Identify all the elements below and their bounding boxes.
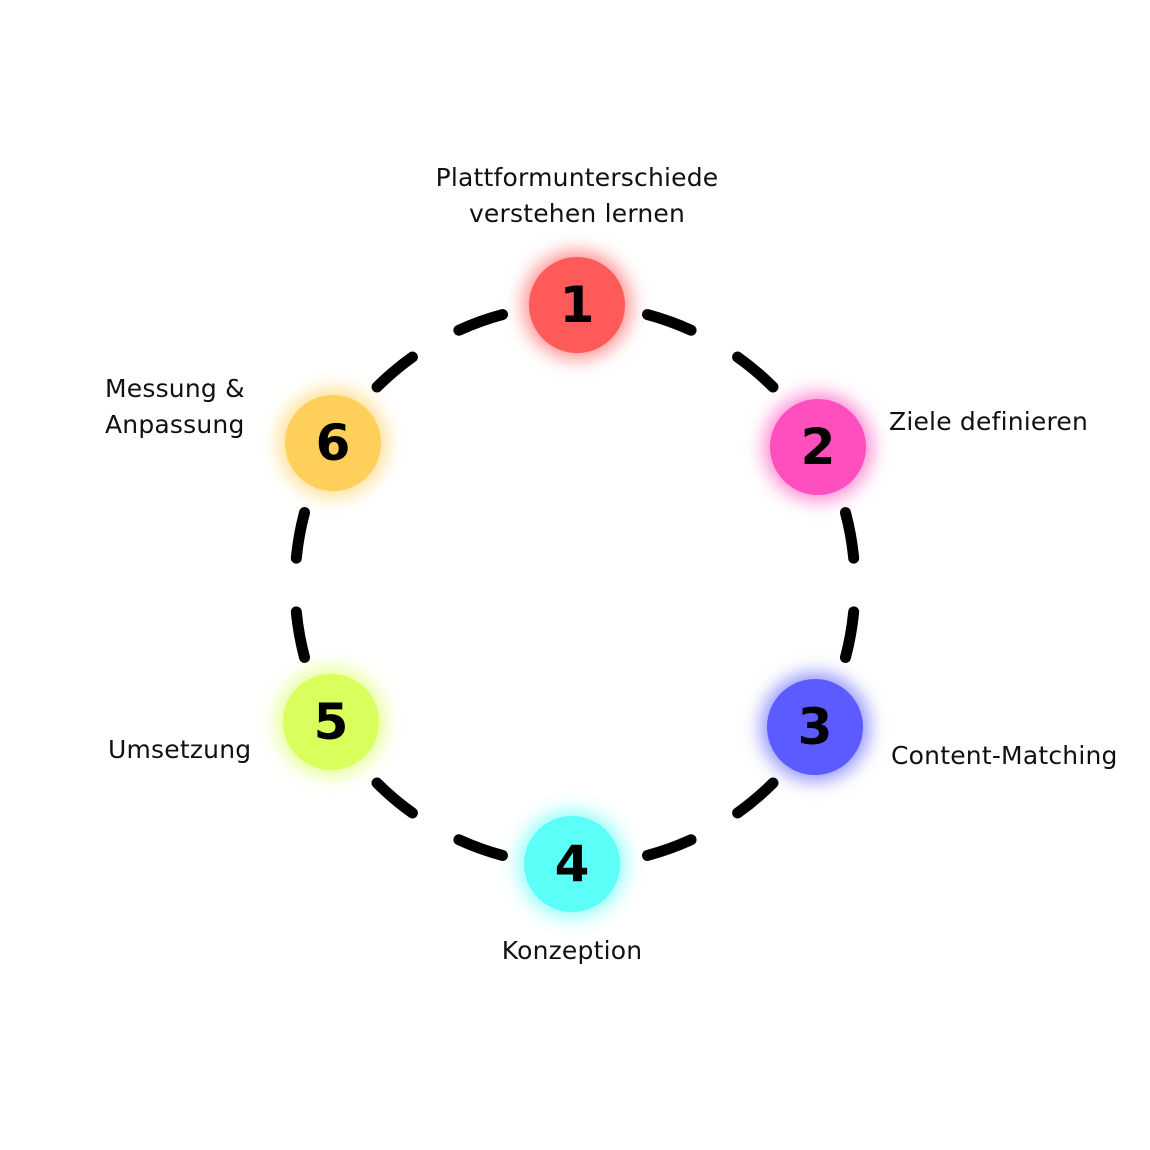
step-5-node: 5: [283, 674, 379, 770]
step-3-label: Content-Matching: [891, 738, 1118, 774]
step-5-number: 5: [313, 693, 349, 751]
step-6-label-line-1: Messung &: [105, 374, 245, 403]
step-2-node: 2: [770, 399, 866, 495]
step-1-node: 1: [529, 257, 625, 353]
step-4-node: 4: [524, 816, 620, 912]
ring-dash-4: [839, 606, 860, 663]
step-5-label-line-1: Umsetzung: [108, 735, 252, 764]
ring-dash-5: [732, 777, 779, 819]
step-3-node: 3: [767, 679, 863, 775]
step-1-label-line-2: verstehen lernen: [468, 199, 686, 228]
ring-dash-8: [371, 777, 418, 819]
ring-dash-7: [453, 834, 509, 861]
step-6-node: 6: [285, 395, 381, 491]
ring-dash-12: [453, 309, 509, 336]
step-4-label-line-1: Konzeption: [501, 936, 643, 965]
ring-dash-2: [732, 351, 779, 393]
ring-dash-10: [290, 507, 311, 564]
step-3-label-line-1: Content-Matching: [891, 741, 1118, 770]
step-6-label-line-2: Anpassung: [105, 410, 245, 439]
step-6-label: Messung & Anpassung: [105, 371, 245, 443]
ring-dash-1: [641, 309, 697, 336]
step-1-label: Plattformunterschiede verstehen lernen: [436, 160, 719, 232]
ring-dash-3: [839, 507, 860, 564]
step-2-label-line-1: Ziele definieren: [889, 407, 1089, 436]
step-2-label: Ziele definieren: [889, 404, 1088, 440]
step-3-number: 3: [797, 698, 833, 756]
ring-dash-11: [371, 351, 418, 393]
step-1-label-line-1: Plattformunterschiede: [435, 163, 719, 192]
step-4-label: Konzeption: [502, 933, 643, 969]
step-2-number: 2: [800, 418, 836, 476]
step-1-number: 1: [559, 276, 595, 334]
step-4-number: 4: [554, 835, 590, 893]
ring-dash-9: [290, 606, 311, 663]
step-5-label: Umsetzung: [108, 732, 251, 768]
ring-dash-6: [641, 834, 697, 861]
step-6-number: 6: [315, 414, 351, 472]
